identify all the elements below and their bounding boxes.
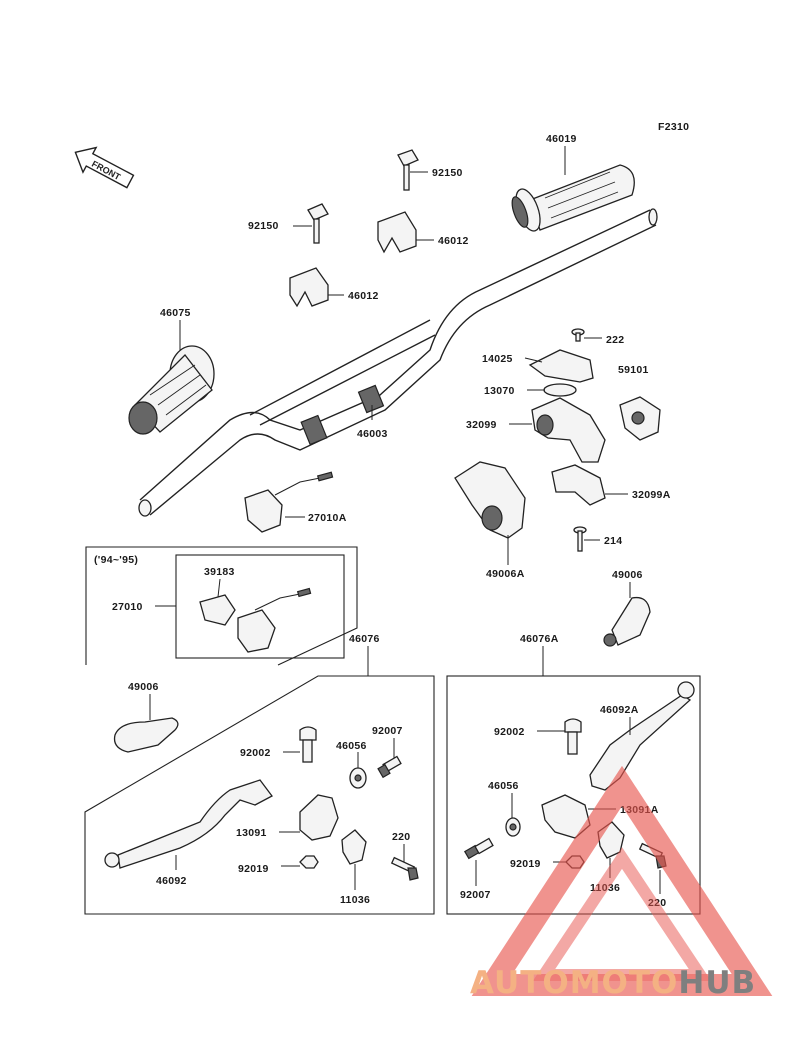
label-49006-right: 49006 — [612, 569, 643, 581]
label-32099: 32099 — [466, 419, 497, 431]
label-49006a: 49006A — [486, 568, 525, 580]
label-46056: 46056 — [336, 740, 367, 752]
lever-box-right — [446, 675, 701, 915]
screw-214 — [573, 526, 587, 552]
label-46075: 46075 — [160, 307, 191, 319]
label-92007r: 92007 — [460, 889, 491, 901]
label-13070: 13070 — [484, 385, 515, 397]
lever-cover-49006-left — [113, 717, 179, 753]
holder-13091 — [299, 794, 339, 841]
clamp-11036 — [341, 829, 367, 865]
label-46092: 46092 — [156, 875, 187, 887]
figure-code: F2310 — [658, 121, 689, 133]
screw-92007r — [463, 837, 494, 860]
label-214: 214 — [604, 535, 622, 547]
bolt-220 — [390, 856, 419, 881]
label-92007: 92007 — [372, 725, 403, 737]
label-92002: 92002 — [240, 747, 271, 759]
handlebar — [138, 208, 658, 517]
gasket-13070 — [543, 383, 577, 397]
label-27010: 27010 — [112, 601, 143, 613]
label-92019r: 92019 — [510, 858, 541, 870]
label-59101: 59101 — [618, 364, 649, 376]
label-14025: 14025 — [482, 353, 513, 365]
label-13091: 13091 — [236, 827, 267, 839]
lever-box-left — [84, 675, 435, 915]
label-46012-upper: 46012 — [438, 235, 469, 247]
label-92002r: 92002 — [494, 726, 525, 738]
label-27010a: 27010A — [308, 512, 347, 524]
watermark-part1: AUTOMOTO — [470, 965, 678, 1001]
bolt-92002 — [299, 726, 317, 763]
switch-39183 — [199, 587, 312, 653]
label-39183: 39183 — [204, 566, 235, 578]
watermark-part2: HUB — [678, 965, 756, 1001]
label-92150-top: 92150 — [432, 167, 463, 179]
nut-92019 — [299, 855, 319, 869]
label-220: 220 — [392, 831, 410, 843]
clamp-46012-lower — [289, 267, 329, 308]
right-grip — [511, 164, 635, 232]
bolt-92150-top — [397, 149, 419, 191]
label-46019: 46019 — [546, 133, 577, 145]
label-46003: 46003 — [357, 428, 388, 440]
label-32099a: 32099A — [632, 489, 671, 501]
lever-46092a — [589, 681, 695, 791]
label-92019: 92019 — [238, 863, 269, 875]
label-46092a: 46092A — [600, 704, 639, 716]
label-46076: 46076 — [349, 633, 380, 645]
screw-222 — [571, 328, 585, 342]
label-222: 222 — [606, 334, 624, 346]
label-46076a: 46076A — [520, 633, 559, 645]
switch-27010a — [244, 471, 334, 533]
housing-32099a — [551, 464, 606, 506]
label-92150-left: 92150 — [248, 220, 279, 232]
label-11036: 11036 — [340, 894, 370, 906]
watermark-logo — [471, 765, 773, 996]
nut-46056r — [505, 817, 521, 837]
label-49006-left: 49006 — [128, 681, 159, 693]
label-46012-lower: 46012 — [348, 290, 379, 302]
cover-14025 — [528, 349, 594, 383]
lever-46092 — [104, 779, 273, 869]
bolt-92150-left — [307, 203, 329, 244]
throttle-part-59101 — [619, 396, 661, 441]
front-arrow-icon: FRONT — [74, 146, 135, 189]
nut-46056 — [349, 767, 367, 789]
screw-92007 — [377, 755, 402, 779]
clamp-46012-upper — [377, 211, 417, 254]
housing-32099 — [531, 397, 606, 463]
guard-49006a — [454, 461, 526, 539]
bolt-92002r — [564, 718, 582, 755]
inset-years: ('94~'95) — [94, 554, 138, 566]
left-grip — [128, 345, 215, 435]
lever-cover-49006-right — [603, 596, 651, 647]
label-46056r: 46056 — [488, 780, 519, 792]
watermark-text: AUTOMOTOHUB — [470, 965, 756, 1001]
